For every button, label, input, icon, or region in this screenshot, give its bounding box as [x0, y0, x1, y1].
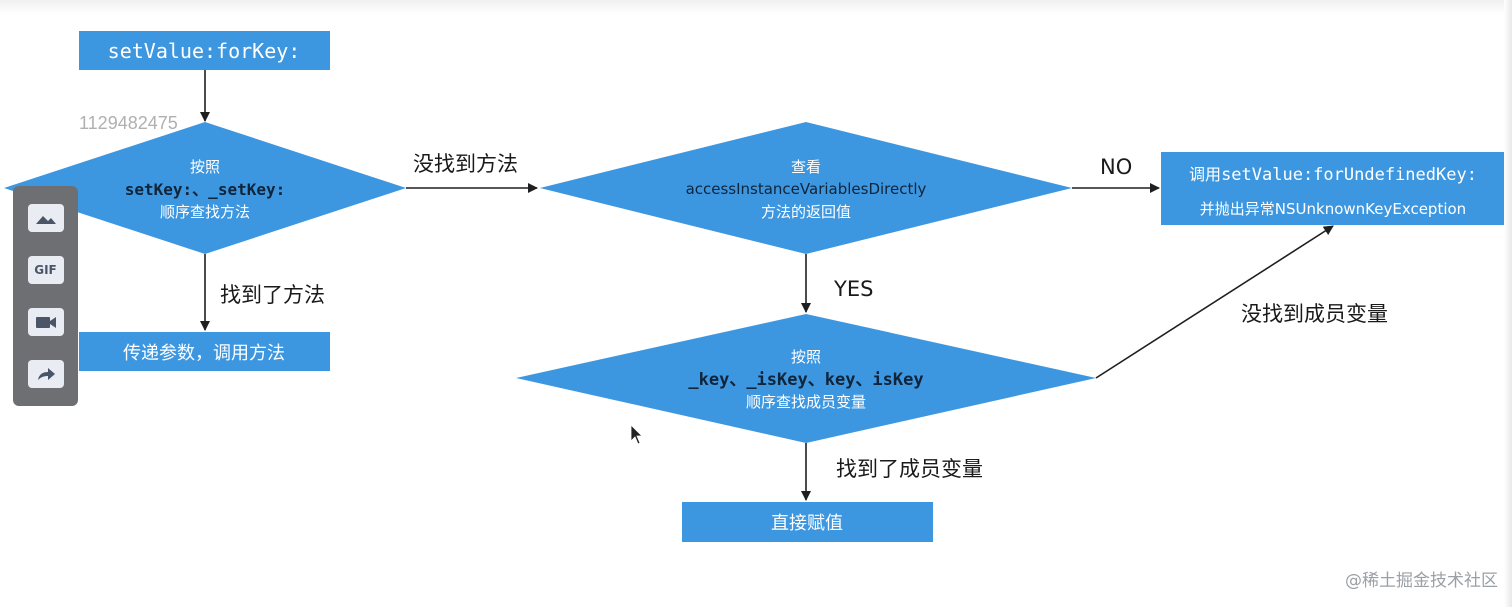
- right-edge-shade: [1504, 0, 1512, 607]
- edge-label-ivar-not-found: 没找到成员变量: [1241, 302, 1388, 326]
- lookup-method-line3: 顺序查找方法: [160, 203, 250, 221]
- edge-label-yes: YES: [833, 277, 873, 301]
- undefined-key-prefix: 调用: [1189, 165, 1221, 184]
- lookup-method-line1: 按照: [190, 158, 220, 176]
- edge-label-no: NO: [1100, 155, 1132, 179]
- start-box: [79, 31, 330, 70]
- top-shade: [0, 0, 1512, 14]
- edge-ivar-to-undefined: [1095, 225, 1334, 379]
- watermark: @稀土掘金技术社区: [1345, 571, 1498, 591]
- lookup-ivar-line3: 顺序查找成员变量: [746, 393, 866, 411]
- start-label: setValue:forKey:: [108, 39, 301, 63]
- lookup-method-diamond: [4, 122, 406, 254]
- check-access-line1: 查看: [791, 158, 821, 176]
- check-access-line2: accessInstanceVariablesDirectly: [686, 180, 927, 198]
- image-icon[interactable]: [27, 204, 64, 232]
- undefined-key-code: setValue:forUndefinedKey:: [1221, 165, 1477, 185]
- assign-label: 直接赋值: [771, 513, 843, 534]
- check-access-line3: 方法的返回值: [761, 203, 851, 221]
- connectors: [200, 70, 1334, 501]
- share-icon[interactable]: [27, 360, 64, 388]
- edge-label-method-found: 找到了方法: [220, 283, 325, 307]
- undefined-key-line2: 并抛出异常NSUnknownKeyException: [1200, 200, 1466, 218]
- mouse-cursor-icon: [630, 424, 643, 445]
- call-method-box: [79, 332, 330, 371]
- video-icon[interactable]: [27, 308, 64, 336]
- lookup-ivar-diamond: [516, 314, 1096, 443]
- check-access-diamond: [540, 122, 1072, 254]
- lookup-ivar-line1: 按照: [791, 348, 821, 366]
- undefined-key-box: [1161, 152, 1505, 225]
- overlay-id-text: 1129482475: [79, 113, 178, 133]
- lookup-ivar-line2: _key、_isKey、key、isKey: [688, 370, 923, 390]
- undefined-key-line1: 调用setValue:forUndefinedKey:: [1189, 165, 1477, 185]
- assign-box: [682, 502, 933, 542]
- gif-icon[interactable]: GIF: [27, 256, 64, 284]
- media-toolbar: GIF: [13, 186, 78, 406]
- gif-label: GIF: [34, 263, 57, 277]
- call-method-label: 传递参数，调用方法: [123, 343, 285, 364]
- lookup-method-line2: setKey:、_setKey:: [125, 180, 286, 199]
- edge-label-ivar-found: 找到了成员变量: [836, 457, 983, 481]
- edge-label-method-not-found: 没找到方法: [413, 152, 518, 176]
